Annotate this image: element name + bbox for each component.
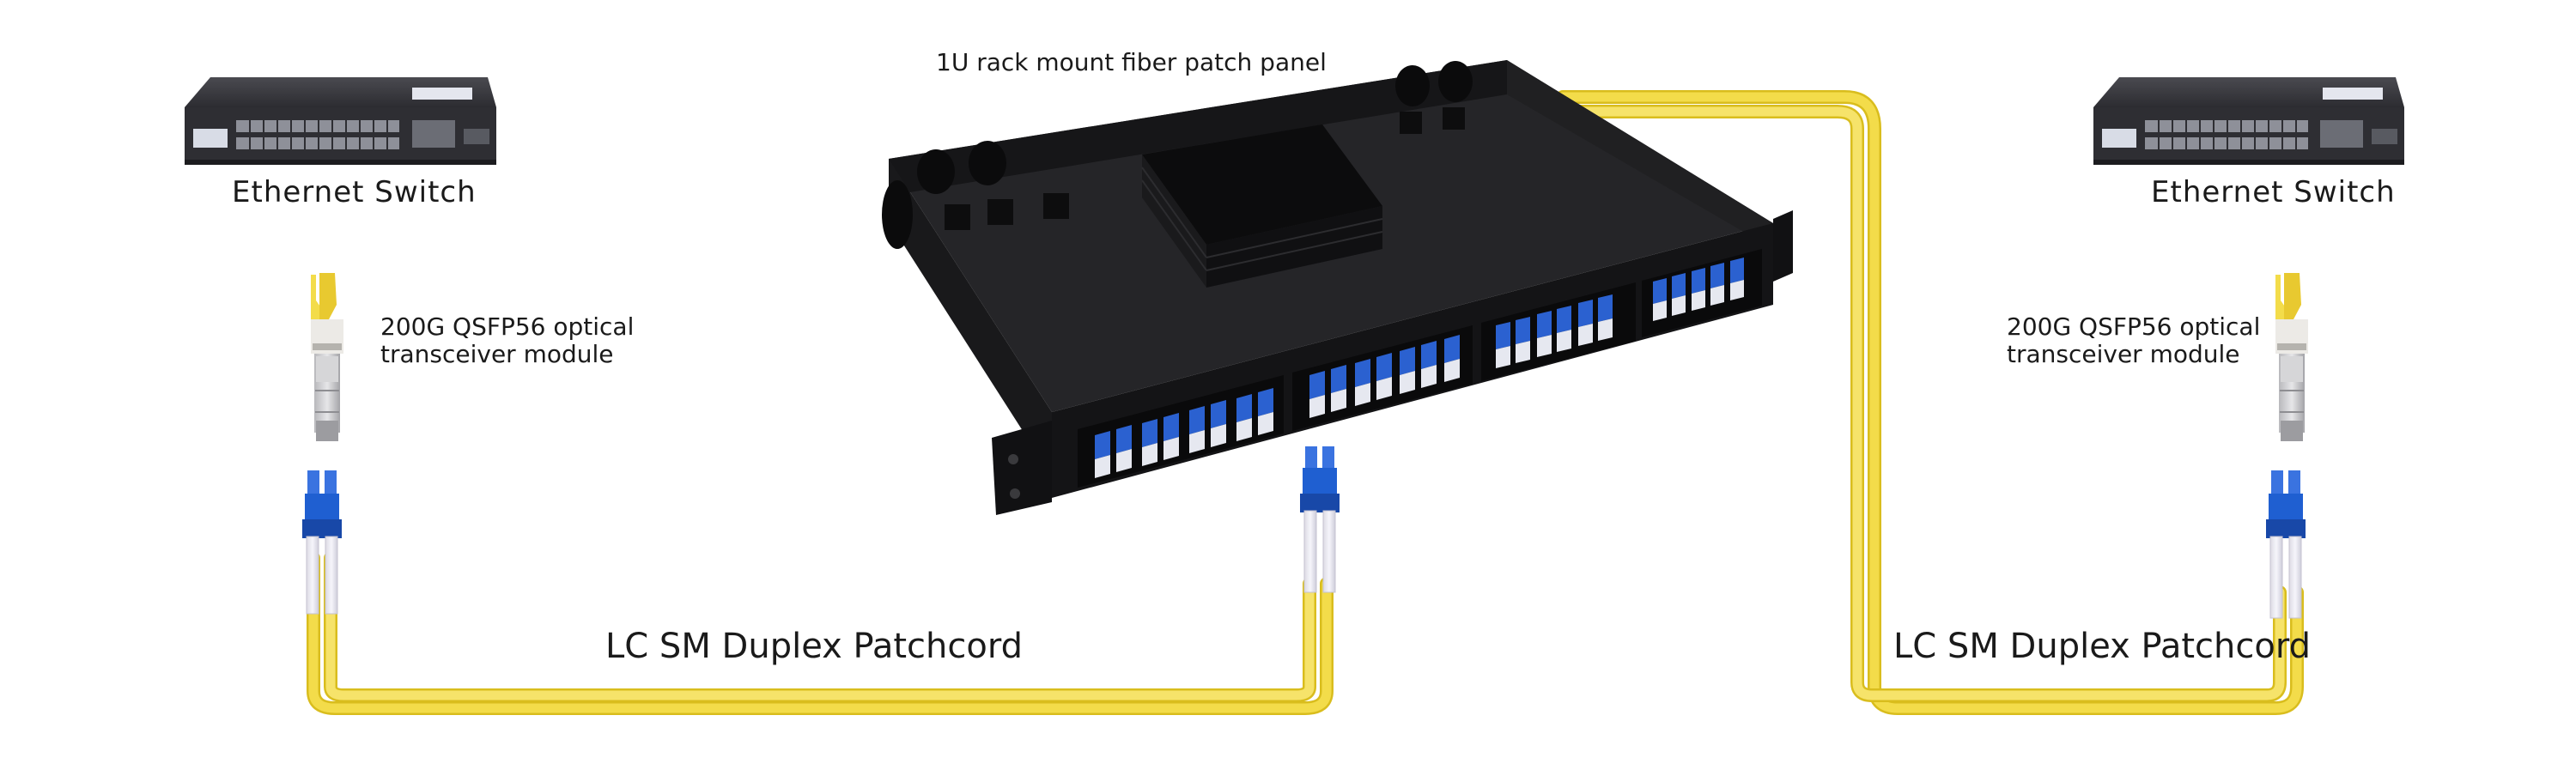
transceiver-left-label: 200G QSFP56 optical transceiver module — [380, 313, 634, 368]
transceiver-left-label-line2: transceiver module — [380, 340, 614, 368]
ethernet-switch-right — [2093, 77, 2404, 165]
lc-duplex-connector-right-module — [2266, 470, 2306, 619]
transceiver-left-label-line1: 200G QSFP56 optical — [380, 312, 635, 341]
lc-adapter-module-3 — [1481, 282, 1636, 381]
lc-duplex-connector-panel-side — [1300, 446, 1340, 593]
lc-adapter-module-1 — [1078, 375, 1284, 488]
switch-top-sticker — [412, 88, 472, 100]
ethernet-switch-left-label: Ethernet Switch — [232, 175, 477, 209]
lc-adapter-module-2 — [1292, 325, 1473, 431]
transceiver-right-label: 200G QSFP56 optical transceiver module — [2007, 313, 2260, 368]
mounting-ear-left — [992, 421, 1052, 515]
qsfp56-module-right — [2275, 273, 2308, 441]
fiber-cable-right — [1556, 90, 2304, 715]
switch-top-sticker — [2323, 88, 2383, 100]
switch-label-plate — [193, 129, 228, 148]
patch-panel-label: 1U rack mount fiber patch panel — [936, 48, 1327, 76]
patchcord-left-label: LC SM Duplex Patchcord — [605, 627, 1023, 666]
lc-duplex-connector-left-module — [302, 470, 342, 615]
qsfp56-module-left — [311, 273, 343, 441]
transceiver-right-label-line2: transceiver module — [2007, 340, 2240, 368]
ethernet-switch-right-label: Ethernet Switch — [2151, 175, 2396, 209]
transceiver-right-label-line1: 200G QSFP56 optical — [2007, 312, 2261, 341]
fiber-cable-left — [307, 551, 1334, 715]
ethernet-switch-left — [185, 77, 496, 165]
mounting-ear-right — [1773, 210, 1793, 282]
switch-label-plate — [2102, 129, 2136, 148]
patchcord-right-label: LC SM Duplex Patchcord — [1893, 627, 2311, 666]
fiber-patch-panel-1u — [882, 60, 1793, 515]
splice-tray-stack — [1141, 124, 1383, 288]
lc-adapter-module-4 — [1642, 249, 1762, 337]
